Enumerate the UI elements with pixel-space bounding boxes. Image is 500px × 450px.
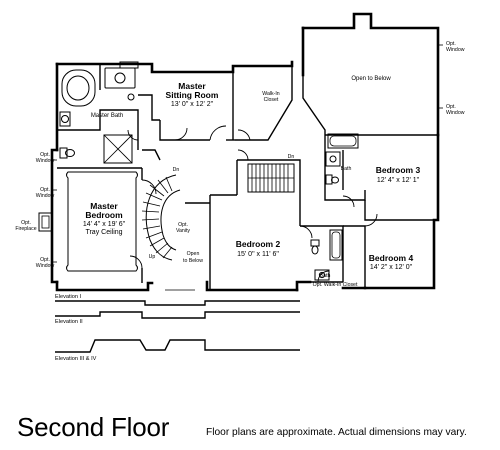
opt-vanity-label-1: Opt.	[178, 222, 188, 228]
opt-label-5: Opt.	[446, 104, 456, 110]
curved-stair-dn-label: Dn	[173, 167, 180, 173]
opt-label-2: Opt.	[40, 187, 50, 193]
labels: Master Sitting Room 13' 0" x 12' 2" Mast…	[15, 41, 464, 362]
open-to-below-top: Open to Below	[351, 76, 391, 82]
windows	[52, 44, 443, 291]
master-bedroom-name-1: Master	[90, 201, 118, 211]
bedroom3-name: Bedroom 3	[376, 165, 421, 175]
sitting-room-name-2: Sitting Room	[166, 90, 219, 100]
elevation-lines	[55, 300, 300, 353]
bedroom2-name: Bedroom 2	[236, 239, 281, 249]
master-bath-label: Master Bath	[91, 113, 123, 119]
bedroom2-dims: 15' 0" x 11' 6"	[237, 251, 279, 258]
sitting-room-name-1: Master	[178, 81, 206, 91]
elevation-1-label: Elevation I	[55, 294, 82, 300]
master-bath-fixtures	[59, 61, 139, 164]
bedroom3-dims: 12' 4" x 12' 1"	[377, 177, 420, 184]
vanity-label: Vanity	[176, 228, 190, 234]
stair-dn-label: Dn	[288, 154, 295, 160]
curved-stair-up-label: Up	[149, 254, 156, 260]
opt-label-1: Opt.	[40, 152, 50, 158]
window-label-3: Window	[36, 263, 55, 269]
bath3-label: Bath	[341, 166, 352, 172]
master-bedroom-dims: 14' 4" x 19' 6"	[83, 221, 126, 228]
sitting-room-dims: 13' 0" x 12' 2"	[171, 101, 214, 108]
window-label-2: Window	[36, 193, 55, 199]
elevation-2-label: Elevation II	[55, 319, 83, 325]
opt-fireplace-label-1: Opt.	[21, 220, 31, 226]
disclaimer-text: Floor plans are approximate. Actual dime…	[206, 427, 467, 438]
opt-label-4: Opt.	[446, 41, 456, 47]
master-bedroom-note: Tray Ceiling	[85, 229, 122, 236]
window-label-1: Window	[36, 158, 55, 164]
master-bedroom-name-2: Bedroom	[85, 210, 123, 220]
straight-stair	[247, 163, 295, 193]
open-to-below-mid-2: to Below	[183, 258, 203, 264]
curved-staircase	[141, 174, 181, 261]
floor-title: Second Floor	[17, 412, 170, 442]
window-label-5: Window	[446, 110, 465, 116]
fireplace-label: Fireplace	[15, 226, 36, 232]
window-label-4: Window	[446, 47, 465, 53]
elevation-3-label: Elevation III & IV	[55, 356, 97, 362]
bath4-label: Bath	[320, 273, 331, 279]
bath-fixtures	[310, 133, 359, 281]
walkin-closet-label-1: Walk-In	[262, 91, 280, 97]
bedroom4-dims: 14' 2" x 12' 0"	[370, 264, 413, 271]
bedroom4-name: Bedroom 4	[369, 253, 414, 263]
interior-walls	[57, 64, 438, 290]
opt-walkin-closet-label: Opt. Walk-In Closet	[313, 282, 358, 288]
opt-label-3: Opt.	[40, 257, 50, 263]
walkin-closet-label-2: Closet	[264, 97, 279, 103]
door-swings	[127, 125, 378, 283]
open-to-below-mid-1: Open	[187, 251, 200, 257]
master-bedroom-tray	[38, 171, 138, 272]
